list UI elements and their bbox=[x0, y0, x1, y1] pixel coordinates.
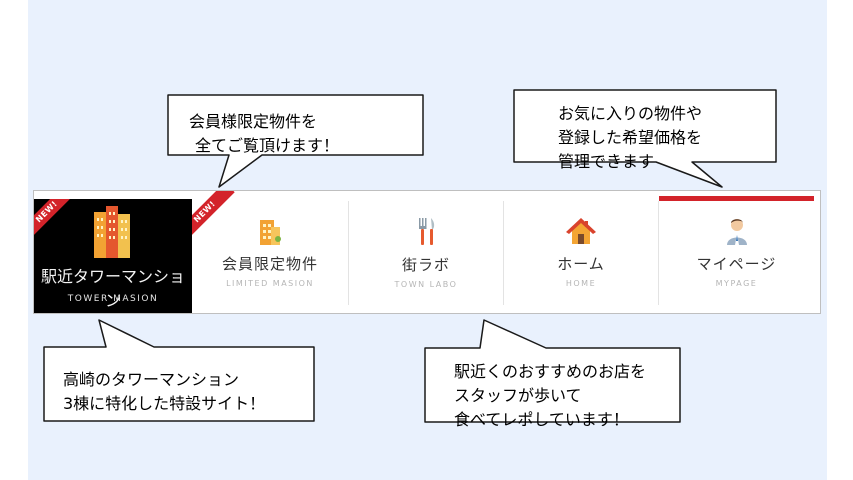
logo-subtitle: TOWER MASION bbox=[67, 294, 159, 304]
nav-item-sublabel: LIMITED MASION bbox=[226, 278, 314, 288]
callout-line: 会員様限定物件を bbox=[189, 112, 318, 131]
tower-mansion-logo-tile[interactable]: 駅近タワーマンション TOWER MASION NEW! bbox=[34, 199, 192, 313]
nav-divider bbox=[348, 201, 349, 305]
callout-line: 駅近くのおすすめのお店を bbox=[454, 362, 647, 381]
nav-item-label: マイページ bbox=[696, 254, 777, 273]
building-icon bbox=[260, 219, 281, 245]
nav-item-label: ホーム bbox=[557, 254, 605, 273]
nav-divider bbox=[503, 201, 504, 305]
callout-townlabo-text: 駅近くのおすすめのお店を スタッフが歩いて 食べてレポしています！ bbox=[454, 358, 646, 430]
nav-item-mypage[interactable]: マイページ MYPAGE bbox=[659, 191, 814, 313]
callout-line: 全てご覧頂けます！ bbox=[195, 136, 340, 155]
callout-line: 登録した希望価格を bbox=[558, 128, 703, 147]
nav-item-sublabel: HOME bbox=[565, 278, 597, 288]
callout-line: 高崎のタワーマンション bbox=[63, 370, 240, 389]
site-nav-bar: 駅近タワーマンション TOWER MASION NEW! NEW! 会員限定物件… bbox=[33, 190, 821, 314]
logo-title: 駅近タワーマンション bbox=[40, 267, 185, 310]
nav-item-label: 会員限定物件 bbox=[221, 254, 318, 273]
callout-line: お気に入りの物件や bbox=[558, 104, 703, 123]
person-icon bbox=[726, 218, 747, 245]
callout-members-text: 会員様限定物件を 全てご覧頂けます！ bbox=[189, 108, 339, 156]
nav-item-home[interactable]: ホーム HOME bbox=[504, 191, 658, 313]
nav-item-label: 街ラボ bbox=[401, 255, 450, 274]
callout-mypage-text: お気に入りの物件や 登録した希望価格を 管理できます bbox=[558, 100, 702, 172]
house-icon bbox=[566, 217, 596, 244]
callout-line: 管理できます bbox=[558, 152, 655, 171]
new-badge: NEW! bbox=[192, 191, 235, 242]
nav-item-sublabel: TOWN LABO bbox=[394, 279, 458, 289]
callout-line: 食べてレポしています！ bbox=[454, 410, 629, 429]
tower-icon bbox=[94, 206, 130, 258]
callout-line: スタッフが歩いて bbox=[454, 386, 582, 405]
nav-divider bbox=[658, 201, 659, 305]
active-indicator bbox=[659, 196, 814, 201]
nav-item-limited-mansion[interactable]: NEW! 会員限定物件 LIMITED MASION bbox=[192, 191, 348, 313]
nav-item-town-labo[interactable]: 街ラボ TOWN LABO bbox=[349, 191, 503, 313]
fork-knife-icon bbox=[419, 217, 435, 245]
nav-item-sublabel: MYPAGE bbox=[715, 278, 758, 288]
new-badge: NEW! bbox=[34, 199, 77, 242]
callout-tower-text: 高崎のタワーマンション 3棟に特化した特設サイト！ bbox=[63, 366, 265, 414]
callout-line: 3棟に特化した特設サイト！ bbox=[63, 394, 266, 413]
